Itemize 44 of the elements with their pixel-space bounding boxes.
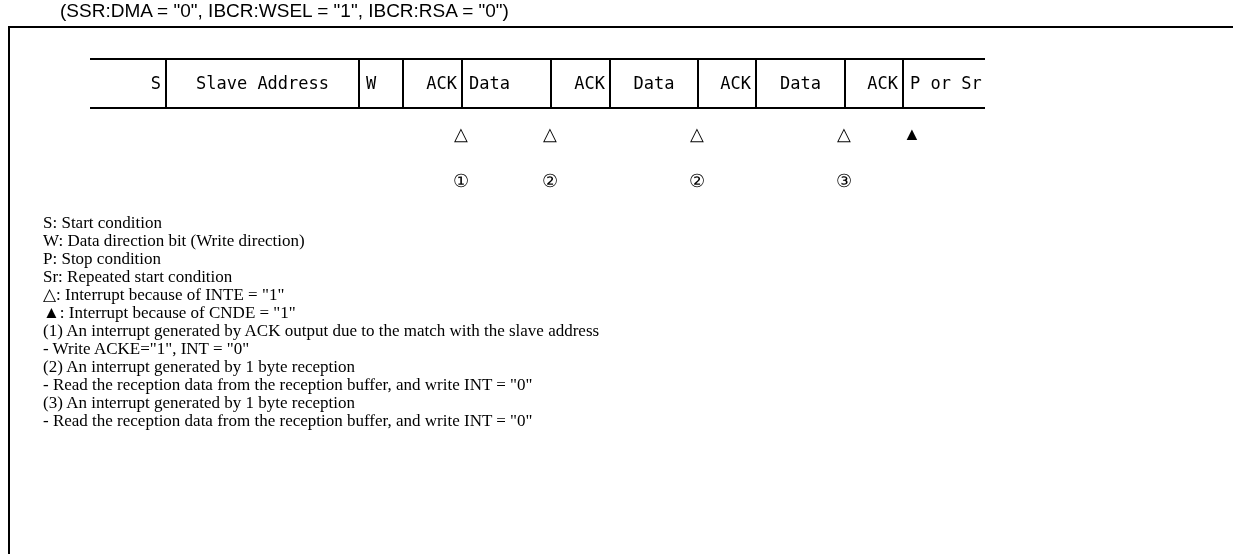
interrupt-marker: △	[453, 124, 469, 144]
callout-number: ③	[835, 171, 853, 191]
interrupt-marker: △	[542, 124, 558, 144]
legend-note: P: Stop condition	[43, 250, 162, 268]
frame-field	[902, 58, 985, 109]
field-label: S	[150, 72, 161, 95]
legend-note: ▲: Interrupt because of CNDE = "1"	[43, 304, 296, 322]
frame-field	[844, 58, 902, 109]
frame-field	[609, 58, 697, 109]
callout-number: ②	[688, 171, 706, 191]
frame-field	[550, 58, 609, 109]
field-label: P or Sr	[910, 72, 982, 95]
frame-field	[755, 58, 844, 109]
legend-note: W: Data direction bit (Write direction)	[43, 232, 305, 250]
field-label: ACK	[574, 72, 605, 95]
interrupt-marker: △	[689, 124, 705, 144]
field-label: Data	[632, 72, 676, 95]
field-label: Data	[779, 72, 822, 95]
legend-note: - Read the reception data from the reception buffer, and write INT = "0"	[43, 412, 533, 430]
legend-note: (1) An interrupt generated by ACK output due to the match with the slave address	[43, 322, 600, 340]
interrupt-marker: △	[836, 124, 852, 144]
legend-note: △: Interrupt because of INTE = "1"	[43, 286, 285, 304]
legend-note: (2) An interrupt generated by 1 byte reception	[43, 358, 356, 376]
field-label: Slave Address	[194, 72, 331, 95]
callout-number: ①	[452, 171, 470, 191]
legend-note: S: Start condition	[43, 214, 162, 232]
field-label: Data	[469, 72, 510, 95]
frame-field	[402, 58, 461, 109]
legend-note: Sr: Repeated start condition	[43, 268, 233, 286]
field-label: W	[366, 72, 377, 95]
frame-field	[697, 58, 755, 109]
field-label: ACK	[426, 72, 457, 95]
legend-note: (3) An interrupt generated by 1 byte reception	[43, 394, 356, 412]
interrupt-marker: ▲	[902, 124, 922, 144]
legend-note: - Read the reception data from the reception buffer, and write INT = "0"	[43, 376, 533, 394]
title: (SSR:DMA = "0", IBCR:WSEL = "1", IBCR:RSA = "0")	[60, 0, 509, 22]
callout-number: ②	[541, 171, 559, 191]
field-label: ACK	[867, 72, 898, 95]
field-label: ACK	[720, 72, 751, 95]
frame-field	[358, 58, 402, 109]
frame-field	[165, 58, 358, 109]
frame-field	[461, 58, 550, 109]
legend-note: - Write ACKE="1", INT = "0"	[43, 340, 250, 358]
frame-field	[90, 58, 165, 109]
